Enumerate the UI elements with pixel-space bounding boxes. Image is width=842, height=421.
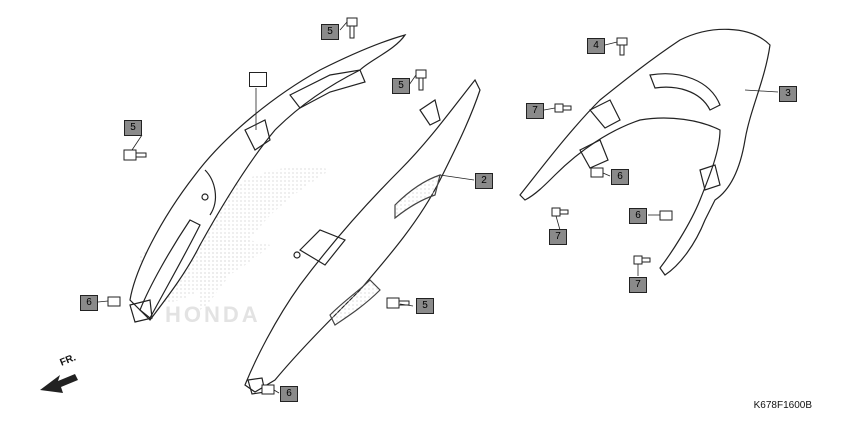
bolt-5-top — [346, 17, 358, 39]
screw-4 — [616, 37, 628, 56]
part-1-callout — [249, 72, 267, 87]
screw-7-a — [554, 103, 572, 113]
part-4-callout: 4 — [587, 38, 605, 54]
part-5-callout-mid: 5 — [392, 78, 410, 94]
diagram-code: K678F1600B — [753, 400, 812, 411]
part-7-callout-b: 7 — [549, 229, 567, 245]
clip-6-a — [107, 296, 121, 307]
part-6-callout-d: 6 — [629, 208, 647, 224]
rear-cowl — [519, 28, 771, 276]
left-side-cover — [129, 33, 407, 323]
part-3-callout: 3 — [779, 86, 797, 102]
bolt-5-left — [123, 149, 147, 161]
right-side-cover — [244, 78, 481, 395]
front-direction-arrow — [40, 374, 78, 393]
part-6-callout-c: 6 — [611, 169, 629, 185]
bolt-5-lower — [386, 297, 410, 309]
leader-lines — [97, 21, 779, 394]
svg-text:HONDA: HONDA — [165, 302, 261, 327]
part-2-callout: 2 — [475, 173, 493, 189]
clip-6-c — [590, 167, 604, 178]
screw-7-b — [551, 207, 569, 217]
bolt-5-mid — [415, 69, 427, 91]
part-5-callout-top: 5 — [321, 24, 339, 40]
part-7-callout-a: 7 — [526, 103, 544, 119]
clip-6-d — [659, 210, 673, 221]
part-7-callout-c: 7 — [629, 277, 647, 293]
part-6-callout-a: 6 — [80, 295, 98, 311]
part-6-callout-b: 6 — [280, 386, 298, 402]
clip-6-b — [261, 384, 275, 395]
part-5-callout-lower: 5 — [416, 298, 434, 314]
screw-7-c — [633, 255, 651, 265]
part-5-callout-left: 5 — [124, 120, 142, 136]
